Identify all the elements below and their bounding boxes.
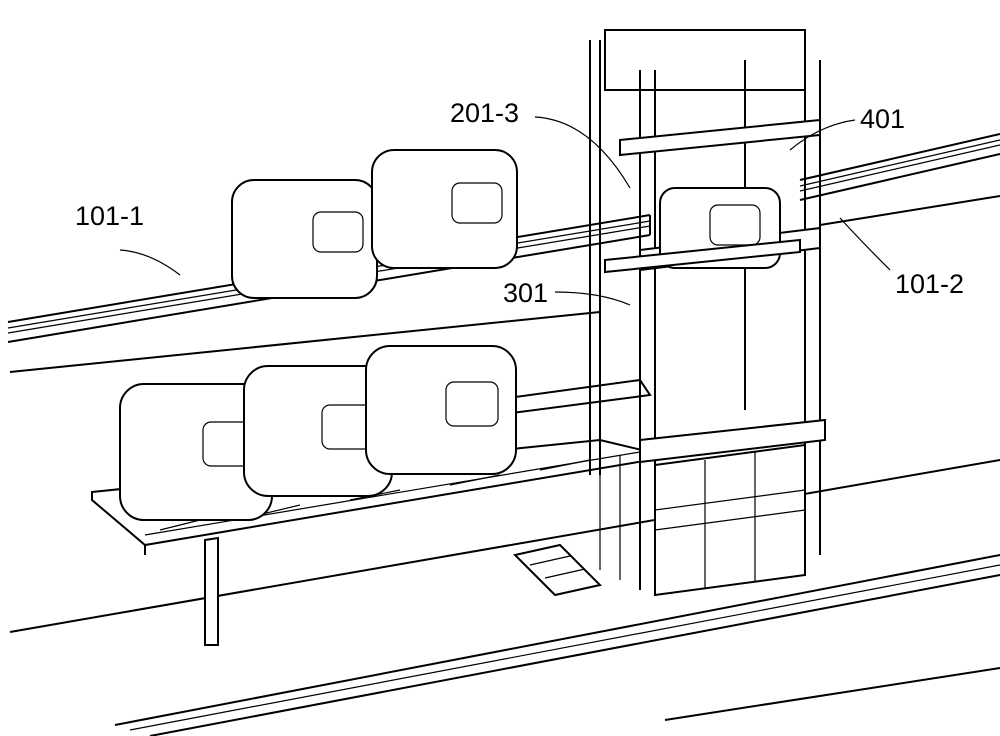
label-201-3: 201-3 bbox=[450, 98, 519, 128]
lift-tower bbox=[515, 30, 825, 595]
lower-cabins bbox=[120, 346, 516, 520]
upper-cabins bbox=[232, 150, 517, 298]
label-101-2: 101-2 bbox=[895, 269, 964, 299]
label-301: 301 bbox=[503, 278, 548, 308]
label-101-1: 101-1 bbox=[75, 201, 144, 231]
label-401: 401 bbox=[860, 104, 905, 134]
